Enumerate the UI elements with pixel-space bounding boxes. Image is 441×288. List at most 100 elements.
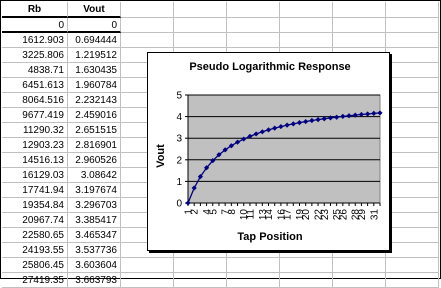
cell-vout[interactable]: 3.08642 — [68, 168, 121, 183]
cell-vout[interactable]: 1.960784 — [68, 78, 121, 93]
data-point — [216, 152, 222, 158]
cell-rb[interactable]: 14516.13 — [2, 153, 68, 168]
cell-rb[interactable]: 16129.03 — [2, 168, 68, 183]
cell-vout[interactable]: 0 — [68, 18, 121, 33]
cell-vout[interactable]: 2.816901 — [68, 138, 121, 153]
cell-rb[interactable]: 6451.613 — [2, 78, 68, 93]
cell-rb[interactable]: 8064.516 — [2, 93, 68, 108]
empty-cell[interactable] — [174, 33, 227, 48]
x-axis-label: Tap Position — [237, 231, 302, 243]
empty-cell[interactable] — [386, 228, 439, 243]
empty-cell[interactable] — [386, 168, 439, 183]
empty-cell[interactable] — [386, 273, 439, 288]
empty-cell[interactable] — [121, 18, 174, 33]
empty-cell[interactable] — [280, 273, 333, 288]
empty-cell[interactable] — [386, 138, 439, 153]
empty-cell[interactable] — [333, 2, 386, 18]
empty-cell[interactable] — [227, 273, 280, 288]
cell-vout[interactable]: 2.960526 — [68, 153, 121, 168]
cell-vout[interactable]: 2.232143 — [68, 93, 121, 108]
x-tick-label: 5 — [208, 209, 219, 215]
empty-cell[interactable] — [386, 48, 439, 63]
y-tick-label: 1 — [176, 177, 182, 188]
cell-vout[interactable]: 2.651515 — [68, 123, 121, 138]
empty-cell[interactable] — [386, 153, 439, 168]
cell-vout[interactable]: 1.630435 — [68, 63, 121, 78]
x-tick-label: 19 — [295, 209, 306, 221]
cell-vout[interactable]: 3.537736 — [68, 243, 121, 258]
empty-cell[interactable] — [386, 198, 439, 213]
empty-cell[interactable] — [386, 63, 439, 78]
empty-cell[interactable] — [386, 243, 439, 258]
empty-cell[interactable] — [227, 258, 280, 273]
cell-rb[interactable]: 22580.65 — [2, 228, 68, 243]
empty-cell[interactable] — [386, 108, 439, 123]
empty-cell[interactable] — [280, 18, 333, 33]
empty-cell[interactable] — [386, 123, 439, 138]
empty-cell[interactable] — [227, 2, 280, 18]
cell-rb[interactable]: 12903.23 — [2, 138, 68, 153]
empty-cell[interactable] — [280, 258, 333, 273]
cell-rb[interactable]: 0 — [2, 18, 68, 33]
cell-rb[interactable]: 3225.806 — [2, 48, 68, 63]
column-header-vout[interactable]: Vout — [68, 2, 121, 18]
empty-cell[interactable] — [333, 18, 386, 33]
empty-cell[interactable] — [174, 273, 227, 288]
empty-cell[interactable] — [121, 2, 174, 18]
empty-cell[interactable] — [174, 18, 227, 33]
cell-rb[interactable]: 19354.84 — [2, 198, 68, 213]
empty-cell[interactable] — [227, 18, 280, 33]
empty-cell[interactable] — [386, 93, 439, 108]
empty-cell[interactable] — [386, 78, 439, 93]
y-tick-label: 4 — [176, 112, 182, 123]
cell-vout[interactable]: 0.694444 — [68, 33, 121, 48]
chart-panel[interactable]: Pseudo Logarithmic Response Tap Position… — [147, 52, 390, 251]
y-tick-label: 0 — [176, 199, 182, 210]
cell-rb[interactable]: 17741.94 — [2, 183, 68, 198]
empty-cell[interactable] — [386, 2, 439, 18]
empty-cell[interactable] — [121, 33, 174, 48]
data-point — [309, 117, 315, 124]
cell-vout[interactable]: 3.197674 — [68, 183, 121, 198]
empty-cell[interactable] — [174, 2, 227, 18]
x-tick-label: 25 — [332, 209, 343, 221]
cell-vout[interactable]: 3.465347 — [68, 228, 121, 243]
empty-cell[interactable] — [121, 273, 174, 288]
cell-rb[interactable]: 25806.45 — [2, 258, 68, 273]
empty-cell[interactable] — [280, 33, 333, 48]
empty-cell[interactable] — [386, 258, 439, 273]
cell-vout[interactable]: 3.603604 — [68, 258, 121, 273]
column-header-rb[interactable]: Rb — [2, 2, 68, 18]
cell-rb[interactable]: 4838.71 — [2, 63, 68, 78]
data-point — [191, 185, 197, 191]
cell-rb[interactable]: 24193.55 — [2, 243, 68, 258]
empty-cell[interactable] — [121, 258, 174, 273]
cell-rb[interactable]: 1612.903 — [2, 33, 68, 48]
data-point — [284, 122, 290, 128]
cell-rb[interactable]: 11290.32 — [2, 123, 68, 138]
cell-vout[interactable]: 3.663793 — [68, 273, 121, 288]
empty-cell[interactable] — [333, 258, 386, 273]
cell-vout[interactable]: 3.385417 — [68, 213, 121, 228]
empty-cell[interactable] — [280, 2, 333, 18]
empty-cell[interactable] — [227, 33, 280, 48]
empty-cell[interactable] — [386, 213, 439, 228]
cell-rb[interactable]: 27419.35 — [2, 273, 68, 288]
y-tick-label: 3 — [176, 134, 182, 145]
cell-rb[interactable]: 9677.419 — [2, 108, 68, 123]
empty-cell[interactable] — [386, 183, 439, 198]
empty-cell[interactable] — [386, 33, 439, 48]
data-point — [222, 147, 228, 153]
x-tick-label: 10 — [239, 209, 250, 221]
empty-cell[interactable] — [386, 18, 439, 33]
empty-cell[interactable] — [333, 273, 386, 288]
cell-rb[interactable]: 20967.74 — [2, 213, 68, 228]
cell-vout[interactable]: 1.219512 — [68, 48, 121, 63]
empty-cell[interactable] — [174, 258, 227, 273]
cell-vout[interactable]: 3.296703 — [68, 198, 121, 213]
y-axis-label: Vout — [155, 144, 167, 168]
x-tick-label: 16 — [276, 209, 287, 221]
cell-vout[interactable]: 2.459016 — [68, 108, 121, 123]
empty-cell[interactable] — [333, 33, 386, 48]
